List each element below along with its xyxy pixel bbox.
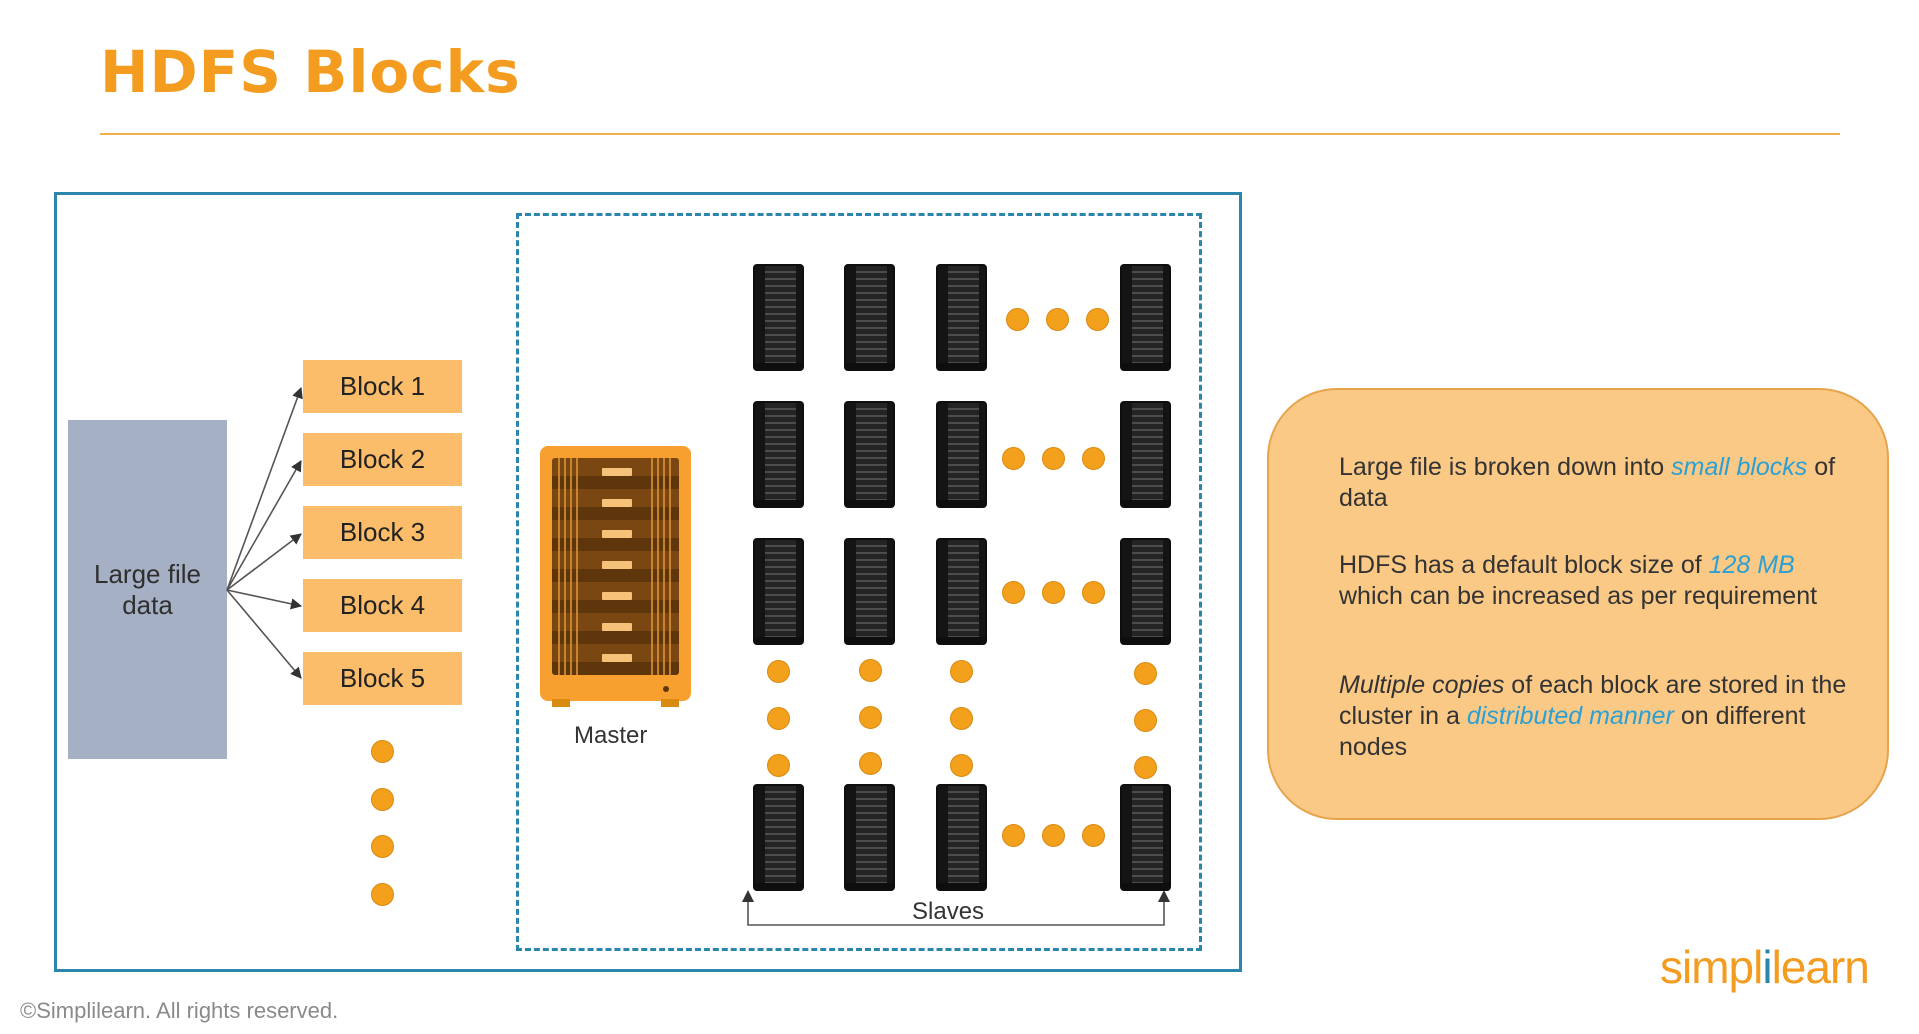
slaves-label: Slaves xyxy=(912,898,985,925)
slave-server-icon xyxy=(936,264,987,371)
column-ellipsis-dot xyxy=(859,752,882,775)
row-ellipsis-dot xyxy=(1046,308,1069,331)
row-ellipsis-dot xyxy=(1006,308,1029,331)
row-ellipsis-dot xyxy=(1082,824,1105,847)
slave-server-icon xyxy=(753,401,804,508)
row-ellipsis-dot xyxy=(1042,581,1065,604)
column-ellipsis-dot xyxy=(1134,756,1157,779)
row-ellipsis-dot xyxy=(1082,581,1105,604)
column-ellipsis-dot xyxy=(767,707,790,730)
slave-server-icon xyxy=(936,538,987,645)
column-ellipsis-dot xyxy=(1134,662,1157,685)
column-ellipsis-dot xyxy=(950,660,973,683)
slave-server-icon xyxy=(936,401,987,508)
block-1-label: Block 1 xyxy=(339,371,426,401)
slaves-arrow-right xyxy=(1158,890,1170,902)
block-2-label: Block 2 xyxy=(339,444,426,474)
slave-server-icon xyxy=(1120,538,1171,645)
arrow-to-block-5 xyxy=(226,589,302,679)
block-ellipsis-dot xyxy=(371,835,394,858)
column-ellipsis-dot xyxy=(1134,709,1157,732)
info-paragraph-1: Large file is broken down into small blo… xyxy=(1339,453,1836,512)
cluster-boundary xyxy=(516,213,1202,951)
slave-server-icon xyxy=(844,264,895,371)
column-ellipsis-dot xyxy=(767,660,790,683)
highlight-small-blocks: small blocks xyxy=(1671,453,1808,481)
slave-server-icon xyxy=(753,264,804,371)
master-label: Master xyxy=(574,722,648,749)
block-ellipsis-dot xyxy=(371,788,394,811)
slave-server-icon xyxy=(753,538,804,645)
page-title: HDFS Blocks xyxy=(100,38,521,106)
row-ellipsis-dot xyxy=(1002,581,1025,604)
info-callout: Large file is broken down into small blo… xyxy=(1267,388,1889,820)
slave-server-icon xyxy=(844,538,895,645)
slave-server-icon xyxy=(844,401,895,508)
slave-server-icon xyxy=(753,784,804,891)
master-server-icon xyxy=(540,446,691,707)
row-ellipsis-dot xyxy=(1042,824,1065,847)
column-ellipsis-dot xyxy=(859,706,882,729)
slave-server-icon xyxy=(844,784,895,891)
info-paragraph-3: Multiple copies of each block are stored… xyxy=(1339,671,1847,761)
column-ellipsis-dot xyxy=(950,754,973,777)
diagram-frame xyxy=(54,192,1242,972)
column-ellipsis-dot xyxy=(767,754,790,777)
block-4-label: Block 4 xyxy=(339,590,426,620)
block-1: Block 1 xyxy=(303,360,462,413)
arrow-to-block-1 xyxy=(226,386,303,591)
simplilearn-logo: simplilearn xyxy=(1660,941,1870,993)
info-paragraph-2: HDFS has a default block size of 128 MB … xyxy=(1339,551,1818,610)
slave-server-icon xyxy=(1120,784,1171,891)
arrow-to-block-3 xyxy=(226,533,302,591)
highlight-block-size: 128 MB xyxy=(1708,551,1795,579)
block-4: Block 4 xyxy=(303,579,462,632)
slave-server-icon xyxy=(1120,264,1171,371)
copyright-notice: ©Simplilearn. All rights reserved. xyxy=(20,998,339,1023)
row-ellipsis-dot xyxy=(1042,447,1065,470)
large-file-box: Large file data xyxy=(68,420,227,759)
row-ellipsis-dot xyxy=(1002,824,1025,847)
highlight-distributed: distributed manner xyxy=(1466,702,1674,730)
slave-server-icon xyxy=(1120,401,1171,508)
large-file-label: Large file data xyxy=(94,558,201,620)
block-5: Block 5 xyxy=(303,652,462,705)
block-2: Block 2 xyxy=(303,433,462,486)
slave-server-icon xyxy=(936,784,987,891)
row-ellipsis-dot xyxy=(1002,447,1025,470)
block-ellipsis-dot xyxy=(371,740,394,763)
column-ellipsis-dot xyxy=(950,707,973,730)
block-3-label: Block 3 xyxy=(339,517,426,547)
slaves-bracket xyxy=(747,898,1165,926)
row-ellipsis-dot xyxy=(1082,447,1105,470)
title-divider xyxy=(100,133,1840,135)
arrow-to-block-4 xyxy=(226,589,303,610)
column-ellipsis-dot xyxy=(859,659,882,682)
block-ellipsis-dot xyxy=(371,883,394,906)
block-3: Block 3 xyxy=(303,506,462,559)
slaves-arrow-left xyxy=(742,890,754,902)
block-5-label: Block 5 xyxy=(339,663,426,693)
arrow-to-block-2 xyxy=(226,460,302,591)
row-ellipsis-dot xyxy=(1086,308,1109,331)
